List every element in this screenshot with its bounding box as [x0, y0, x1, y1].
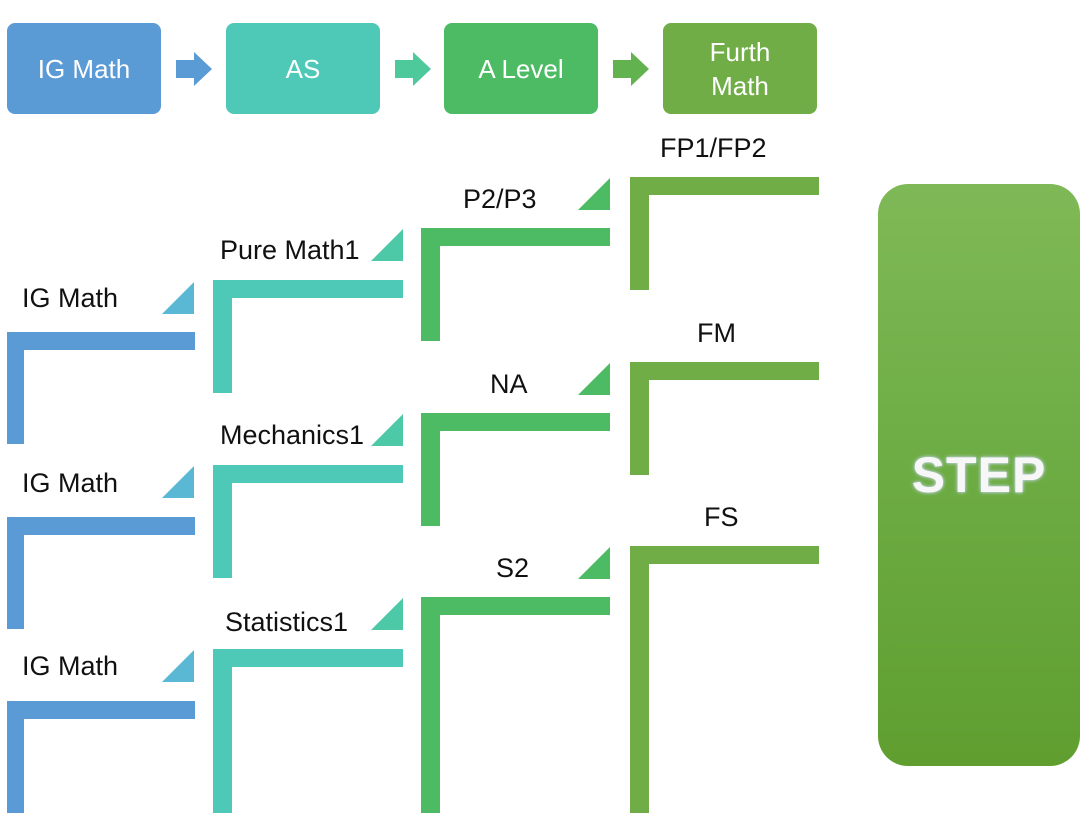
- stage-a-level: A Level: [444, 23, 598, 114]
- arrow-right-icon: [176, 52, 212, 86]
- ig-label-2: IG Math: [22, 468, 119, 498]
- further-label-1: FP1/FP2: [660, 133, 767, 163]
- alevel-bar-h-2: [421, 413, 610, 431]
- arrow-right-icon: [613, 52, 649, 86]
- as-bar-v-3: [213, 649, 232, 813]
- stage-as: AS: [226, 23, 380, 114]
- alevel-label-2: NA: [490, 369, 528, 399]
- alevel-label-3: S2: [496, 553, 530, 583]
- arrow-right-icon: [395, 52, 431, 86]
- further-bar-v-2: [630, 362, 649, 475]
- stage-a-level-label: A Level: [478, 53, 564, 84]
- stage-ig-math: IG Math: [7, 23, 161, 114]
- ig-bar-h-2: [7, 517, 195, 535]
- ig-bar-v-2: [7, 517, 24, 629]
- alevel-bar-h-3: [421, 597, 610, 615]
- alevel-bar-v-1: [421, 228, 440, 341]
- step-block: STEP: [878, 184, 1080, 766]
- corner-triangle-icon: [162, 282, 194, 314]
- ig-bar-h-1: [7, 332, 195, 350]
- further-bar-h-3: [630, 546, 819, 564]
- step-label: STEP: [911, 447, 1047, 503]
- alevel-label-1: P2/P3: [463, 184, 537, 214]
- stage-further-math: Furth Math: [663, 23, 817, 114]
- alevel-bar-v-2: [421, 413, 440, 526]
- stage-ig-math-label: IG Math: [37, 53, 131, 84]
- corner-triangle-icon: [162, 466, 194, 498]
- ig-label-1: IG Math: [22, 283, 119, 313]
- corner-triangle-icon: [578, 178, 610, 210]
- as-bar-h-1: [213, 280, 403, 298]
- stage-further-math-label: Furth Math: [709, 36, 771, 101]
- as-bar-v-2: [213, 465, 232, 578]
- further-label-2: FM: [697, 318, 736, 348]
- alevel-bar-h-1: [421, 228, 610, 246]
- corner-triangle-icon: [371, 414, 403, 446]
- as-label-2: Mechanics1: [220, 420, 365, 450]
- corner-triangle-icon: [371, 598, 403, 630]
- as-bar-h-2: [213, 465, 403, 483]
- ig-bar-v-1: [7, 332, 24, 444]
- as-label-1: Pure Math1: [220, 235, 360, 265]
- as-label-3: Statistics1: [225, 607, 349, 637]
- further-bar-v-3: [630, 546, 649, 813]
- corner-triangle-icon: [578, 547, 610, 579]
- corner-triangle-icon: [371, 229, 403, 261]
- stage-as-label: AS: [285, 53, 321, 84]
- further-label-3: FS: [704, 502, 739, 532]
- further-bar-v-1: [630, 177, 649, 290]
- ig-bar-h-3: [7, 701, 195, 719]
- further-bar-h-1: [630, 177, 819, 195]
- further-bar-h-2: [630, 362, 819, 380]
- as-bar-h-3: [213, 649, 403, 667]
- corner-triangle-icon: [162, 650, 194, 682]
- alevel-bar-v-3: [421, 597, 440, 813]
- ig-label-3: IG Math: [22, 651, 119, 681]
- ig-bar-v-3: [7, 701, 24, 813]
- corner-triangle-icon: [578, 363, 610, 395]
- as-bar-v-1: [213, 280, 232, 393]
